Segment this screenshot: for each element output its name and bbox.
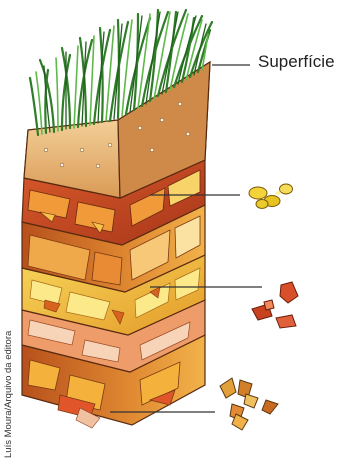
red-fragments-sample (252, 282, 298, 328)
soil-column (22, 62, 210, 428)
rock-shards-sample (220, 378, 278, 430)
surface-label: Superfície (258, 52, 335, 72)
yellow-grains-sample (249, 184, 293, 209)
image-credit: Luís Moura/Arquivo da editora (3, 288, 14, 458)
